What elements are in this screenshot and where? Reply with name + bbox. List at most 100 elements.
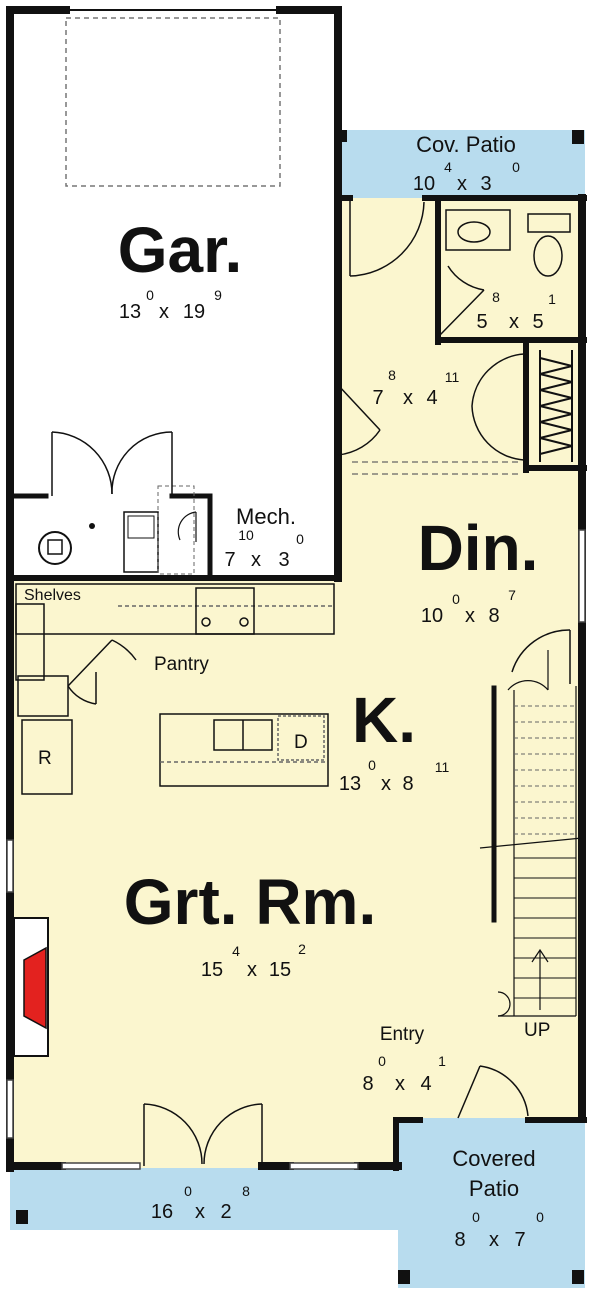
pantry-door <box>67 639 137 705</box>
hall-door <box>349 200 425 277</box>
svg-text:10: 10 <box>421 605 443 627</box>
mech-name: Mech. <box>236 504 296 529</box>
covered-patio-fill <box>398 1118 585 1288</box>
svg-text:7: 7 <box>372 387 383 409</box>
svg-text:x: x <box>251 549 261 571</box>
window-west-upper <box>6 839 14 893</box>
kitchen-island <box>159 713 329 787</box>
floor-fills <box>10 10 585 1288</box>
mech-dims: 7 10 x 3 0 <box>224 527 304 571</box>
svg-text:0: 0 <box>536 1209 544 1225</box>
svg-text:4: 4 <box>420 1073 431 1095</box>
svg-text:0: 0 <box>512 159 520 175</box>
mech-equipment-dashed <box>157 485 195 575</box>
entry-name: Entry <box>380 1024 425 1045</box>
furnace-inner <box>127 515 155 539</box>
svg-text:x: x <box>247 959 257 981</box>
cov-patio-fill <box>337 130 585 198</box>
svg-text:8: 8 <box>242 1183 250 1199</box>
great-room-name: Grt. Rm. <box>124 866 376 938</box>
svg-text:1: 1 <box>548 291 556 307</box>
svg-text:x: x <box>489 1229 499 1251</box>
svg-text:x: x <box>381 773 391 795</box>
svg-text:9: 9 <box>214 287 222 303</box>
garage-double-door <box>51 431 173 496</box>
svg-text:3: 3 <box>480 173 491 195</box>
closet-shelving <box>539 350 573 462</box>
svg-text:13: 13 <box>119 301 141 323</box>
front-porch-dims: 16 0 x 2 8 <box>151 1183 250 1223</box>
svg-text:8: 8 <box>362 1073 373 1095</box>
bath-fixtures <box>445 209 571 277</box>
left-counter <box>17 675 69 717</box>
front-porch-fill <box>10 1168 398 1230</box>
furnace-icon <box>123 511 159 573</box>
garage-dims: 13 0 x 19 9 <box>119 287 222 323</box>
staircase <box>498 650 577 1017</box>
svg-text:2: 2 <box>220 1201 231 1223</box>
bath-door <box>439 265 485 336</box>
svg-text:7: 7 <box>224 549 235 571</box>
window-south-left <box>61 1162 141 1170</box>
water-heater-icon <box>38 531 72 565</box>
svg-text:0: 0 <box>378 1053 386 1069</box>
svg-text:11: 11 <box>435 759 450 775</box>
svg-text:0: 0 <box>146 287 154 303</box>
svg-text:0: 0 <box>368 757 376 773</box>
svg-text:4: 4 <box>232 943 240 959</box>
svg-text:15: 15 <box>269 959 291 981</box>
svg-text:7: 7 <box>508 587 516 603</box>
garage-name: Gar. <box>118 214 243 286</box>
svg-text:8: 8 <box>488 605 499 627</box>
fireplace-icon <box>23 946 47 1030</box>
entry-door <box>457 1065 529 1119</box>
svg-text:4: 4 <box>444 159 452 175</box>
dishwasher-label: D <box>294 732 308 753</box>
kitchen-dims: 13 0 x 8 11 <box>339 757 450 795</box>
svg-text:10: 10 <box>238 527 254 543</box>
svg-text:x: x <box>403 387 413 409</box>
svg-text:4: 4 <box>426 387 437 409</box>
water-heater-box <box>47 539 63 555</box>
sink-icon <box>445 209 511 251</box>
svg-text:x: x <box>395 1073 405 1095</box>
covered-patio-name-2: Patio <box>469 1176 519 1201</box>
svg-text:x: x <box>195 1201 205 1223</box>
svg-text:13: 13 <box>339 773 361 795</box>
svg-text:0: 0 <box>184 1183 192 1199</box>
windows <box>6 529 586 1170</box>
stair-treads-dashed <box>514 705 576 835</box>
svg-text:x: x <box>465 605 475 627</box>
toilet-bowl-icon <box>533 235 563 277</box>
walls <box>6 6 587 1172</box>
svg-text:15: 15 <box>201 959 223 981</box>
svg-text:19: 19 <box>183 301 205 323</box>
window-east-dining <box>578 529 586 623</box>
stairs-up-label: UP <box>524 1020 550 1041</box>
svg-text:x: x <box>509 311 519 333</box>
dining-dims: 10 0 x 8 7 <box>421 587 516 627</box>
stair-newel <box>497 991 511 1017</box>
svg-text:16: 16 <box>151 1201 173 1223</box>
svg-text:2: 2 <box>298 941 306 957</box>
window-south-right <box>289 1162 359 1170</box>
svg-text:0: 0 <box>472 1209 480 1225</box>
svg-text:8: 8 <box>388 367 396 383</box>
dishwasher-icon <box>277 715 325 761</box>
garage-fill <box>14 10 338 578</box>
svg-text:0: 0 <box>452 591 460 607</box>
cov-patio-dims: 10 4 x 3 0 <box>413 159 520 195</box>
window-west-lower <box>6 1079 14 1139</box>
svg-text:7: 7 <box>514 1229 525 1251</box>
pantry-label: Pantry <box>154 654 209 675</box>
room-labels: Gar. 13 0 x 19 9 Cov. Patio 10 4 x 3 0 5… <box>24 132 556 1251</box>
stair-break-line <box>479 837 583 849</box>
svg-text:11: 11 <box>445 369 460 385</box>
covered-patio-dims: 8 0 x 7 0 <box>454 1209 544 1251</box>
svg-text:0: 0 <box>296 531 304 547</box>
living-floor-fill <box>14 578 584 1168</box>
kitchen-counters <box>15 583 335 795</box>
patio-posts <box>16 130 584 1284</box>
bath-dims: 5 8 x 5 1 <box>476 289 556 333</box>
